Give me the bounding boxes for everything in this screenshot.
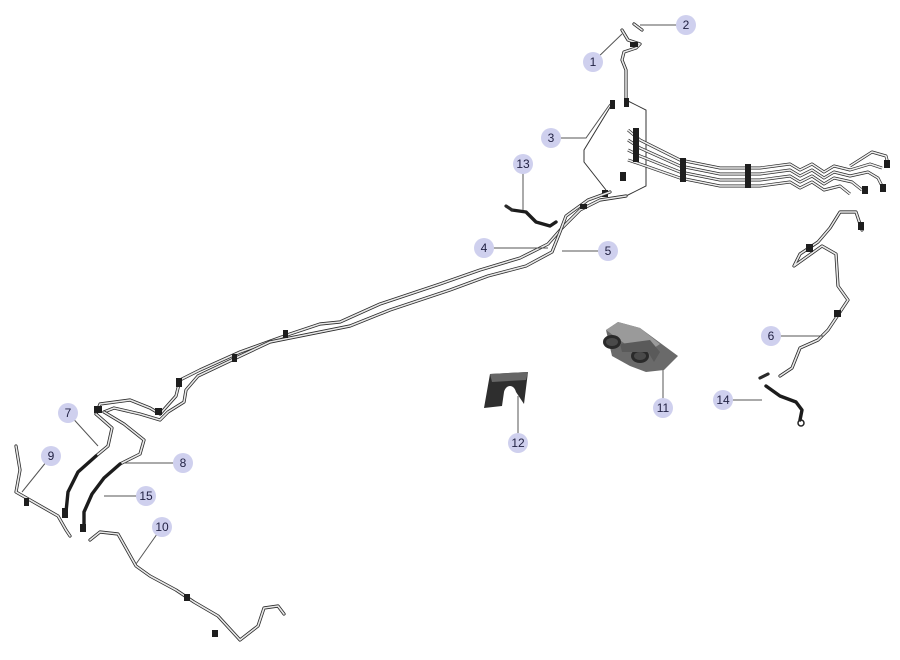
part-tube-bundle (627, 128, 890, 196)
part-13-hose (504, 204, 558, 228)
callout-5[interactable]: 5 (598, 241, 618, 261)
part-fitting-top (620, 22, 644, 102)
callout-4[interactable]: 4 (474, 238, 494, 258)
callout-6[interactable]: 6 (761, 326, 781, 346)
callout-14[interactable]: 14 (713, 390, 733, 410)
callout-2[interactable]: 2 (676, 15, 696, 35)
part-bracket-frame (583, 98, 647, 197)
callout-4-label: 4 (481, 241, 488, 255)
callout-13[interactable]: 13 (513, 154, 533, 174)
callout-8[interactable]: 8 (173, 453, 193, 473)
callout-11-label: 11 (657, 401, 670, 415)
callout-14-label: 14 (716, 393, 730, 407)
callout-15-label: 15 (139, 489, 153, 503)
part-9-line (14, 444, 72, 538)
callout-8-label: 8 (180, 456, 187, 470)
part-14-hose (758, 372, 805, 427)
part-12-shim (484, 372, 528, 408)
callout-10[interactable]: 10 (152, 517, 172, 537)
callout-5-label: 5 (605, 244, 612, 258)
part-main-lines (94, 190, 628, 422)
parts-drawing (14, 22, 890, 642)
callout-13-label: 13 (516, 157, 530, 171)
callout-1[interactable]: 1 (583, 52, 603, 72)
part-11-bracket (603, 322, 678, 372)
part-7-hose (62, 412, 114, 518)
callout-9-label: 9 (48, 449, 55, 463)
part-10-line (88, 530, 286, 642)
callout-12-label: 12 (511, 436, 525, 450)
callout-3[interactable]: 3 (541, 128, 561, 148)
callout-12[interactable]: 12 (508, 433, 528, 453)
callout-9[interactable]: 9 (41, 446, 61, 466)
callout-7-label: 7 (65, 406, 72, 420)
callout-leaders (21, 24, 824, 565)
part-15-hose (80, 462, 122, 532)
callout-7[interactable]: 7 (58, 403, 78, 423)
callout-11[interactable]: 11 (653, 398, 673, 418)
callout-2-label: 2 (683, 18, 690, 32)
callout-1-label: 1 (590, 55, 597, 69)
part-8-line (102, 410, 146, 466)
callout-10-label: 10 (155, 520, 169, 534)
callout-3-label: 3 (548, 131, 555, 145)
callout-6-label: 6 (768, 329, 775, 343)
callout-15[interactable]: 15 (136, 486, 156, 506)
part-6-line (778, 210, 864, 378)
